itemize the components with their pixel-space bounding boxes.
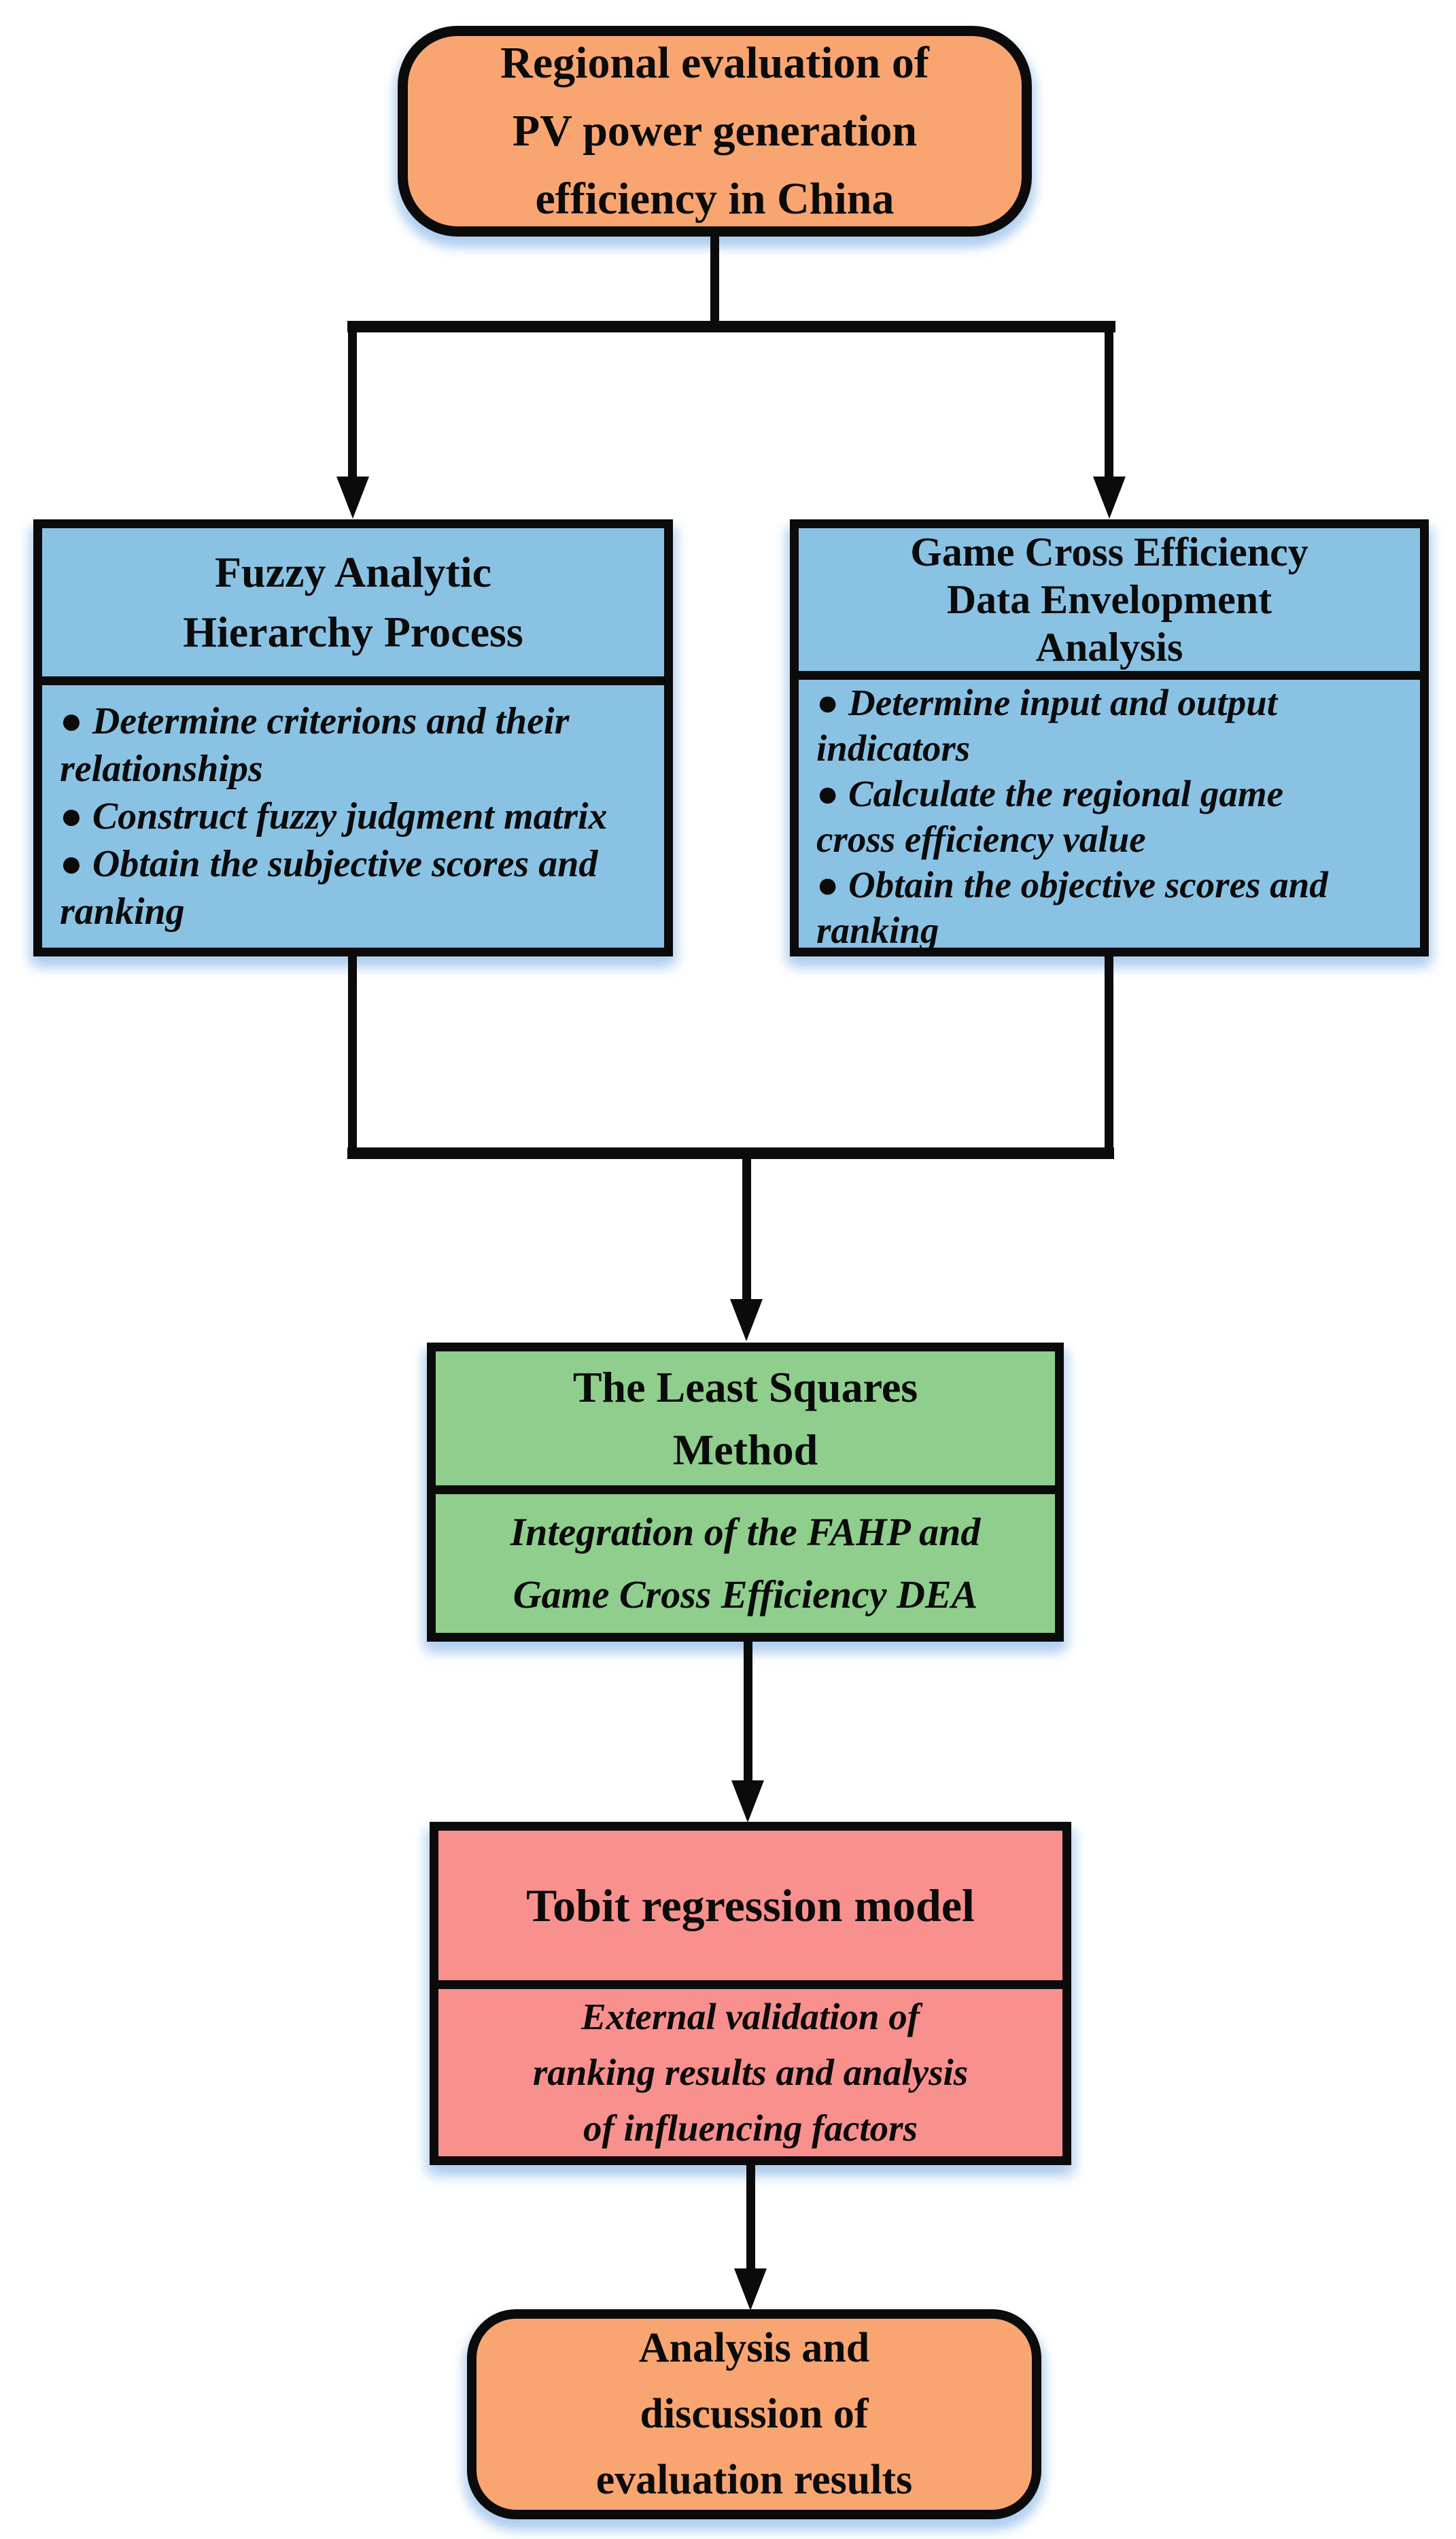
bullet-item: ● Obtain the subjective scores and ranki… bbox=[60, 843, 598, 933]
arrowhead-into-fahp bbox=[336, 477, 369, 519]
node-game-cross-efficiency-dea: Game Cross Efficiency Data Envelopment A… bbox=[790, 519, 1429, 956]
node-game-cross-efficiency-dea-title: Game Cross Efficiency Data Envelopment A… bbox=[799, 528, 1420, 680]
connector-merge-stem bbox=[742, 1157, 751, 1300]
bullet-item: ● Obtain the objective scores and rankin… bbox=[816, 864, 1328, 951]
node-fuzzy-ahp: Fuzzy Analytic Hierarchy Process ● Deter… bbox=[33, 519, 673, 956]
connector-lsm-to-tobit bbox=[744, 1642, 752, 1782]
arrowhead-into-gce bbox=[1093, 477, 1126, 519]
connector-merge-right bbox=[1105, 956, 1113, 1152]
connector-merge-left bbox=[348, 956, 357, 1152]
connector-top-horizontal-bar bbox=[347, 321, 1115, 332]
node-regional-evaluation-title: Regional evaluation of PV power generati… bbox=[500, 38, 929, 224]
bullet-item: ● Calculate the regional game cross effi… bbox=[816, 773, 1284, 860]
arrowhead-into-lsm bbox=[730, 1299, 763, 1341]
connector-branch-left bbox=[348, 321, 357, 480]
node-fuzzy-ahp-bullets: ● Determine criterions and their relatio… bbox=[42, 685, 664, 948]
node-least-squares-method-subtitle: Integration of the FAHP and Game Cross E… bbox=[510, 1510, 981, 1617]
node-game-cross-efficiency-dea-bullets: ● Determine input and output indicators … bbox=[799, 680, 1420, 953]
node-regional-evaluation: Regional evaluation of PV power generati… bbox=[398, 26, 1032, 237]
bullet-item: ● Determine criterions and their relatio… bbox=[60, 700, 570, 790]
node-tobit-regression-subtitle: External validation of ranking results a… bbox=[532, 1996, 969, 2149]
connector-branch-right bbox=[1105, 321, 1113, 480]
node-analysis-discussion-title: Analysis and discussion of evaluation re… bbox=[595, 2325, 913, 2503]
bullet-item: ● Determine input and output indicators bbox=[816, 682, 1278, 769]
node-fuzzy-ahp-title: Fuzzy Analytic Hierarchy Process bbox=[42, 528, 664, 685]
node-tobit-regression-title: Tobit regression model bbox=[438, 1831, 1062, 1989]
arrowhead-into-result bbox=[734, 2268, 767, 2311]
arrowhead-into-tobit bbox=[731, 1780, 764, 1823]
bullet-item: ● Construct fuzzy judgment matrix bbox=[60, 795, 608, 837]
connector-merge-horizontal-bar bbox=[347, 1147, 1114, 1159]
node-least-squares-method-title: The Least Squares Method bbox=[436, 1351, 1055, 1494]
node-least-squares-method: The Least Squares Method Integration of … bbox=[427, 1343, 1064, 1642]
node-analysis-discussion: Analysis and discussion of evaluation re… bbox=[467, 2309, 1041, 2519]
connector-top-stem bbox=[710, 234, 719, 325]
connector-tobit-to-result bbox=[746, 2165, 755, 2270]
node-tobit-regression: Tobit regression model External validati… bbox=[430, 1822, 1071, 2165]
